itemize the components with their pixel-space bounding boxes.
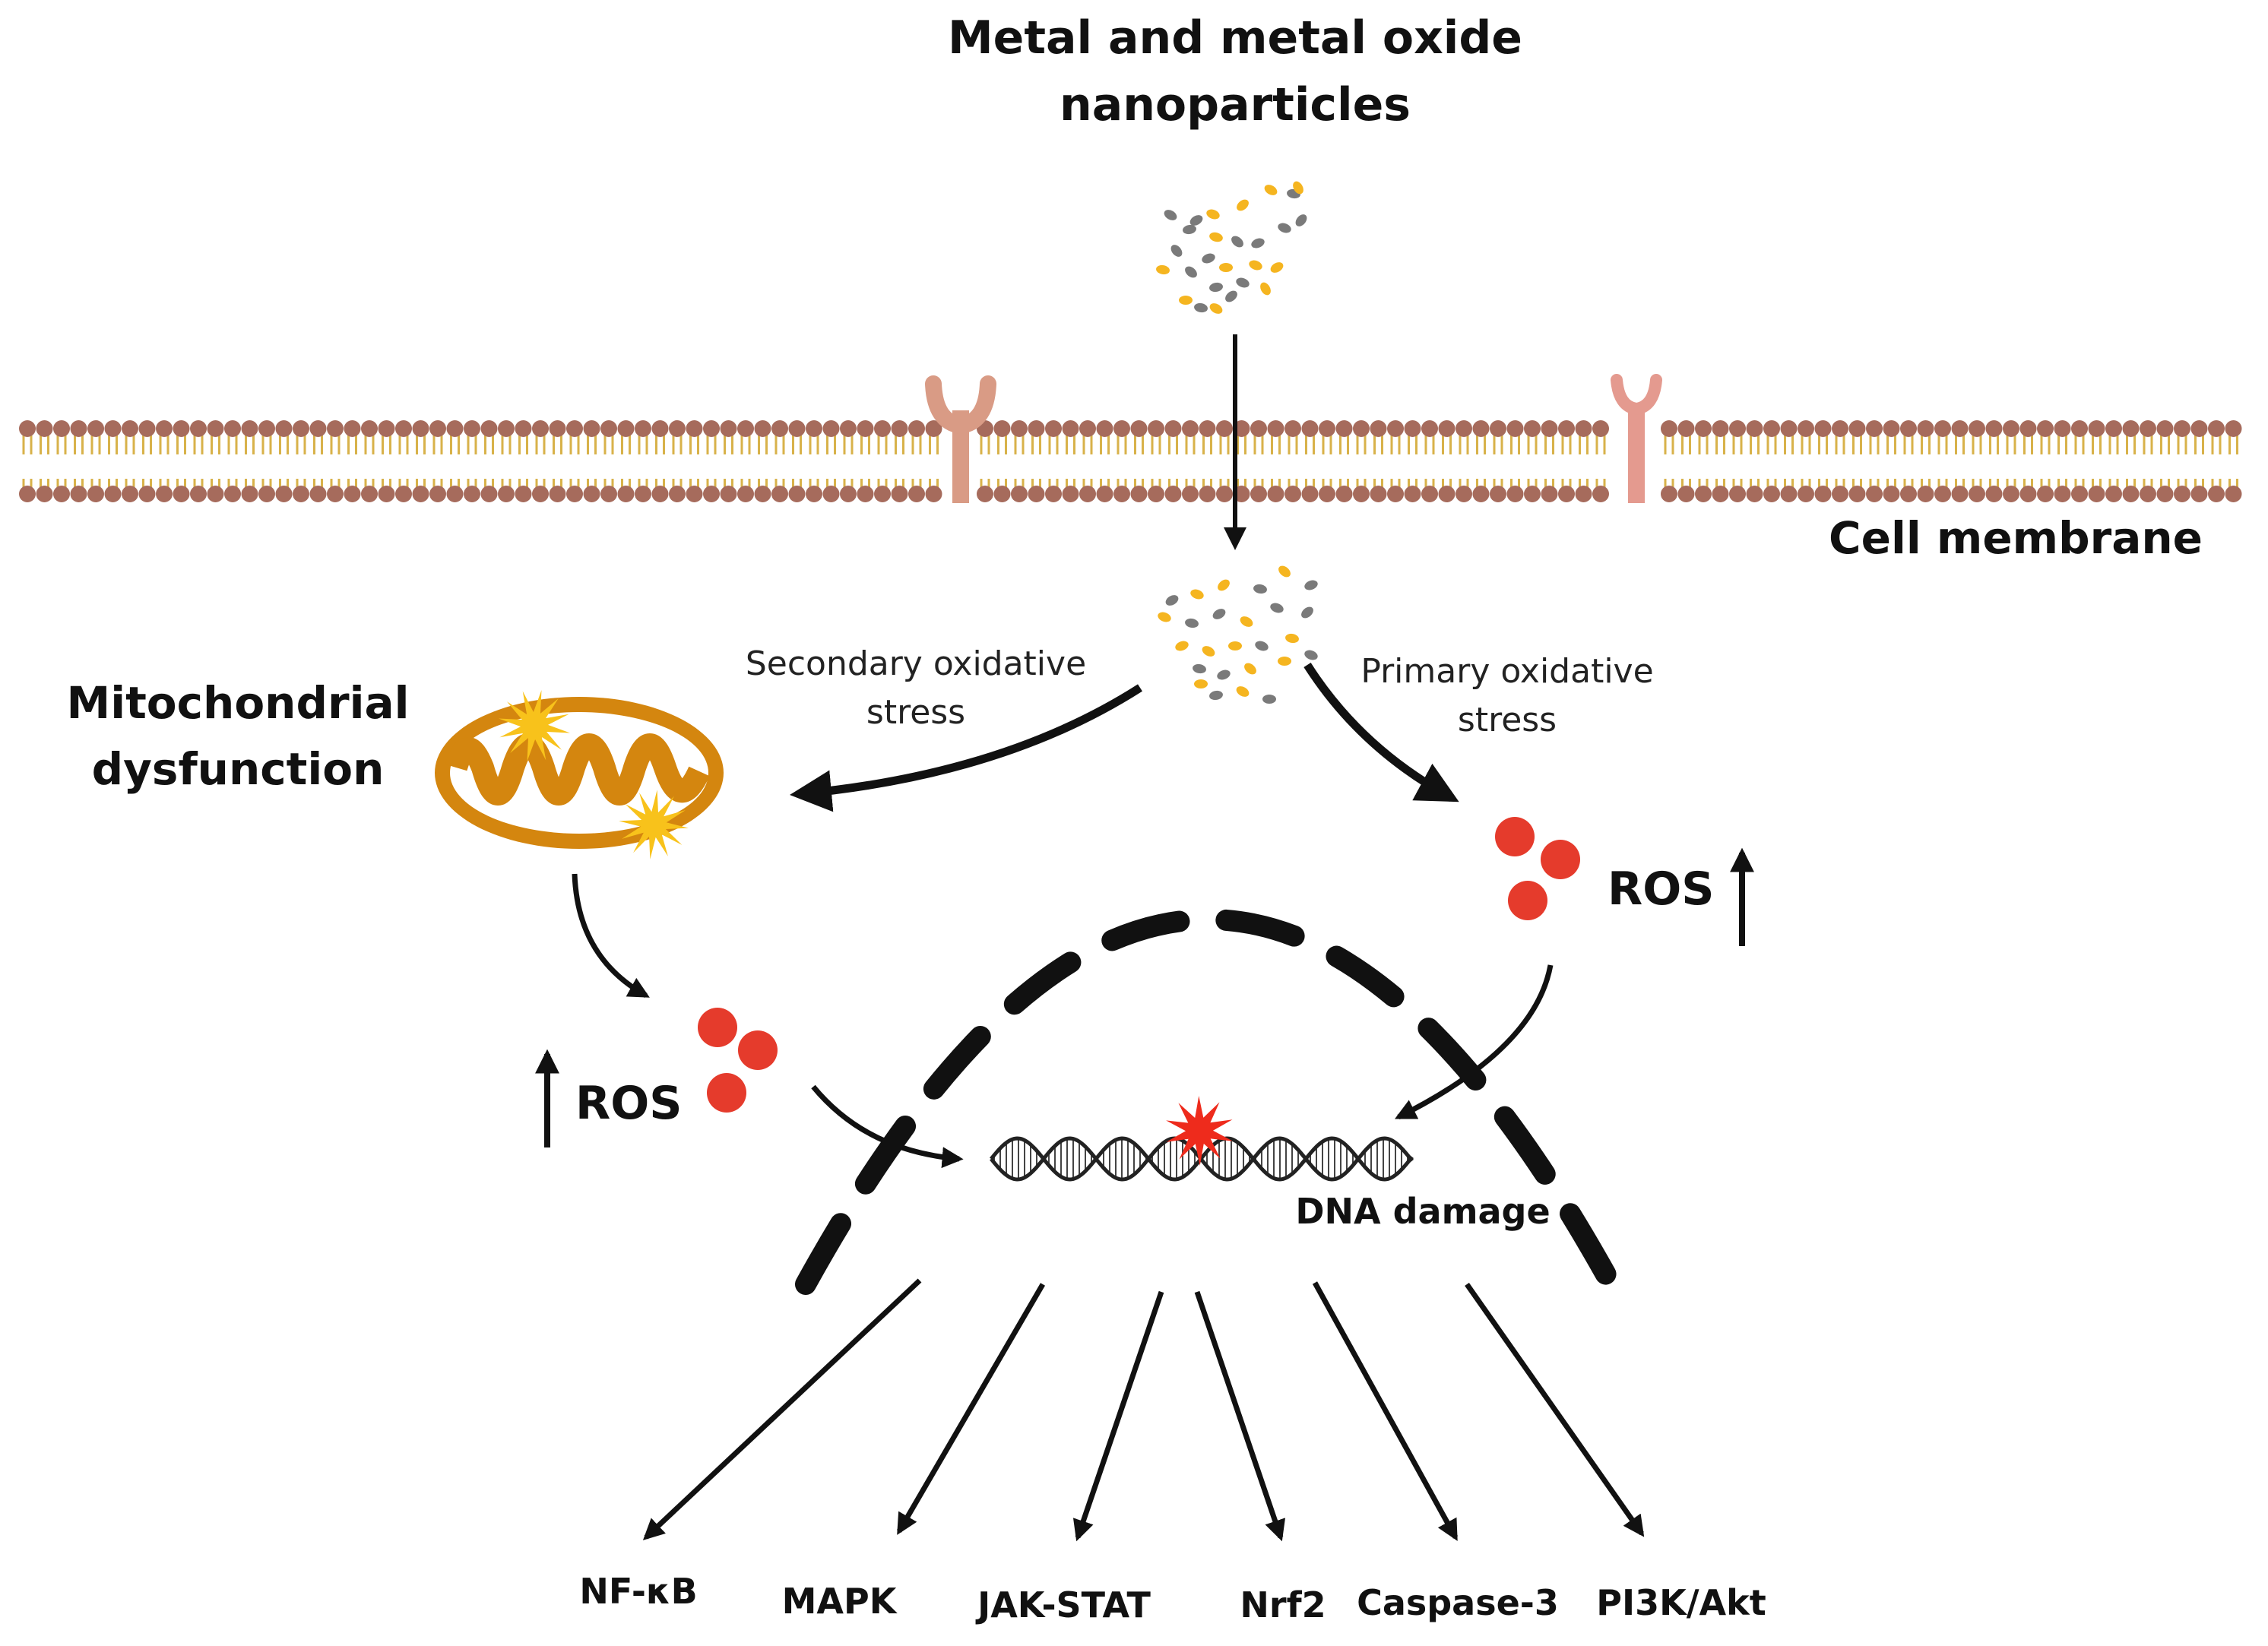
ros-right-to-dna-arrow xyxy=(1394,964,1554,1120)
mitochondria-to-ros-arrow xyxy=(572,873,650,999)
ros-left-to-dna-arrow xyxy=(811,1084,964,1169)
primary-stress-line-2: stress xyxy=(1458,701,1557,739)
pathway-label-mapk: MAPK xyxy=(782,1581,898,1622)
pathway-label-jak-stat: JAK-STAT xyxy=(975,1584,1151,1625)
mitochondrial-label-line-2: dysfunction xyxy=(92,743,385,795)
ros-label-right: ROS xyxy=(1608,863,1714,916)
title-line-1: Metal and metal oxide xyxy=(948,11,1522,65)
dna-helix-icon xyxy=(990,1136,1414,1182)
damage-burst-icon xyxy=(499,690,570,761)
ros-cluster-right xyxy=(1495,817,1580,920)
ros-cluster-left xyxy=(698,1008,778,1113)
nanoparticle-cluster-intracellular xyxy=(1158,565,1318,704)
receptor-right xyxy=(1611,374,1662,503)
damage-burst-icon xyxy=(619,790,689,859)
dna-damage-label: DNA damage xyxy=(1295,1191,1550,1232)
title-line-2: nanoparticles xyxy=(1060,78,1411,131)
primary-stress-line-1: Primary oxidative xyxy=(1360,652,1653,691)
pathway-label-nf-kb: NF-κB xyxy=(579,1571,697,1612)
secondary-stress-line-1: Secondary oxidative xyxy=(746,644,1086,683)
pathway-label-pi3k-akt: PI3K/Akt xyxy=(1596,1582,1766,1623)
cell-membrane xyxy=(19,420,2242,502)
nanoparticle-cluster-extracellular xyxy=(1156,181,1307,314)
dna-damage-burst-icon xyxy=(1166,1096,1233,1166)
receptor-left xyxy=(925,375,996,503)
pathway-label-nrf2: Nrf2 xyxy=(1240,1584,1326,1625)
primary-stress-arrow xyxy=(1303,663,1459,802)
cell-membrane-label: Cell membrane xyxy=(1829,512,2203,564)
pathway-label-caspase-3: Caspase-3 xyxy=(1357,1582,1559,1623)
ros-label-left: ROS xyxy=(575,1077,682,1130)
pathway-arrows xyxy=(642,1278,1645,1542)
secondary-stress-line-2: stress xyxy=(866,693,965,732)
secondary-stress-arrow xyxy=(790,684,1142,812)
mitochondrial-label-line-1: Mitochondrial xyxy=(66,677,409,729)
